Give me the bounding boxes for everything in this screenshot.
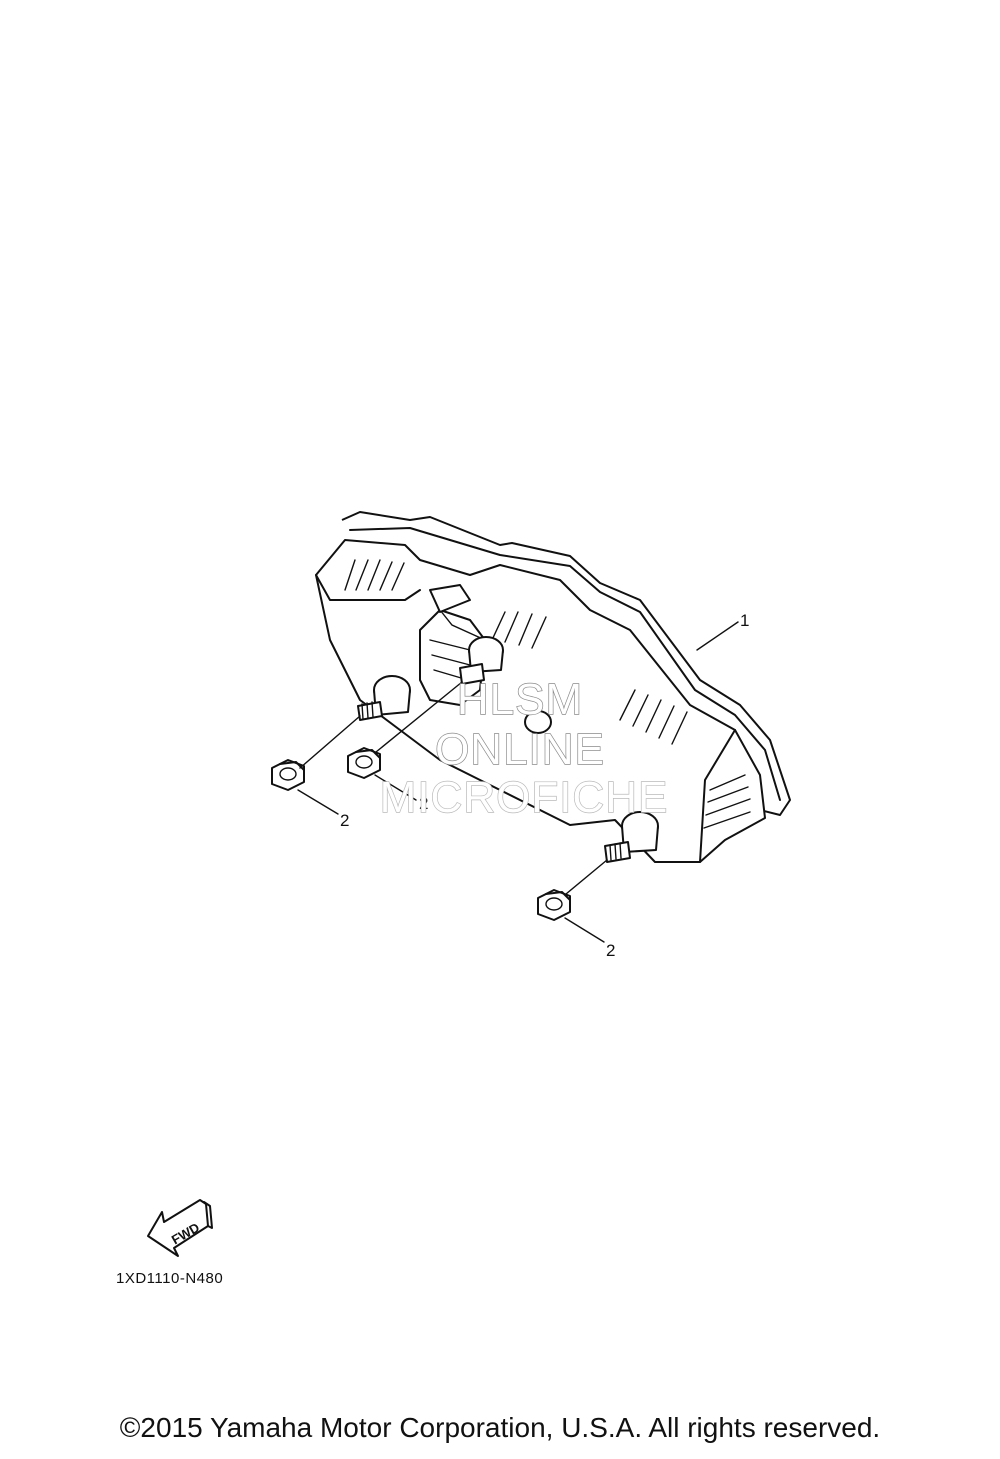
callout-2-right: 2: [606, 941, 615, 960]
watermark-line-2: ONLINE: [435, 725, 605, 774]
callout-1: 1: [740, 611, 749, 630]
nut-right[interactable]: [537, 889, 571, 921]
fwd-arrow-icon: FWD: [147, 1199, 213, 1257]
mounting-boss-right: [604, 811, 659, 863]
watermark-line-3: MICROFICHE: [380, 773, 669, 822]
housing-fins-right: [619, 689, 751, 829]
housing-fins-left: [344, 559, 405, 591]
nut-center[interactable]: [347, 747, 381, 779]
meter-assembly[interactable]: [315, 511, 791, 863]
housing-fins-center: [491, 611, 547, 649]
nut-left[interactable]: [271, 759, 305, 791]
mounting-boss-left: [357, 675, 411, 721]
callout-2-left: 2: [340, 811, 349, 830]
mounting-boss-center: [459, 636, 504, 685]
diagram-ref-code: 1XD1110-N480: [116, 1270, 223, 1287]
assembly-lines: [299, 681, 608, 895]
callout-leaders: [297, 621, 739, 943]
copyright-notice: ©2015 Yamaha Motor Corporation, U.S.A. A…: [119, 1412, 881, 1443]
callout-2-center: 2: [419, 794, 428, 813]
housing-port: [524, 710, 552, 734]
watermark-line-1: HLSM: [457, 675, 583, 724]
watermark: HLSM ONLINE MICROFICHE: [379, 674, 669, 822]
